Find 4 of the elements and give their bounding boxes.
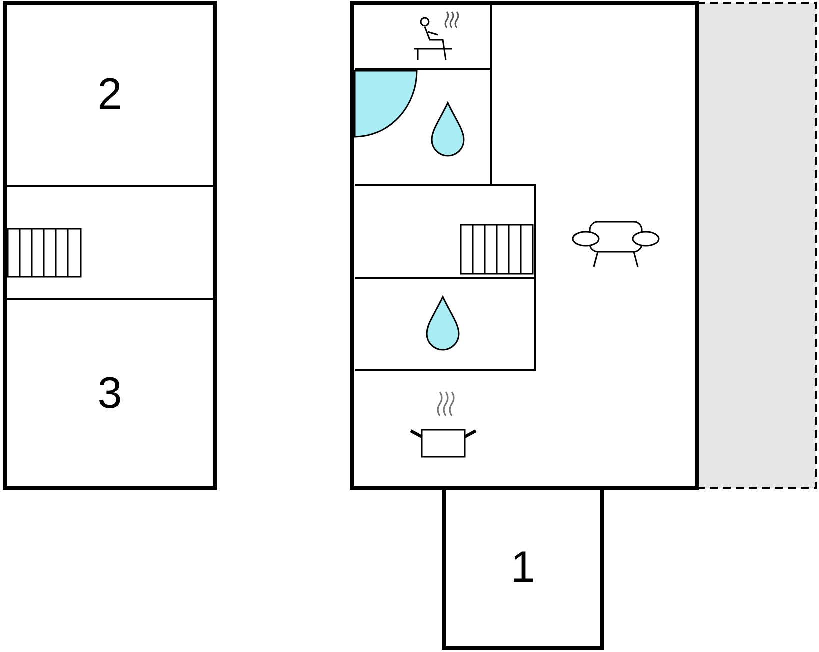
room-number: 3 (98, 372, 122, 416)
room-number: 1 (510, 546, 536, 590)
terrace-area (696, 2, 817, 489)
room-number: 2 (98, 72, 122, 116)
